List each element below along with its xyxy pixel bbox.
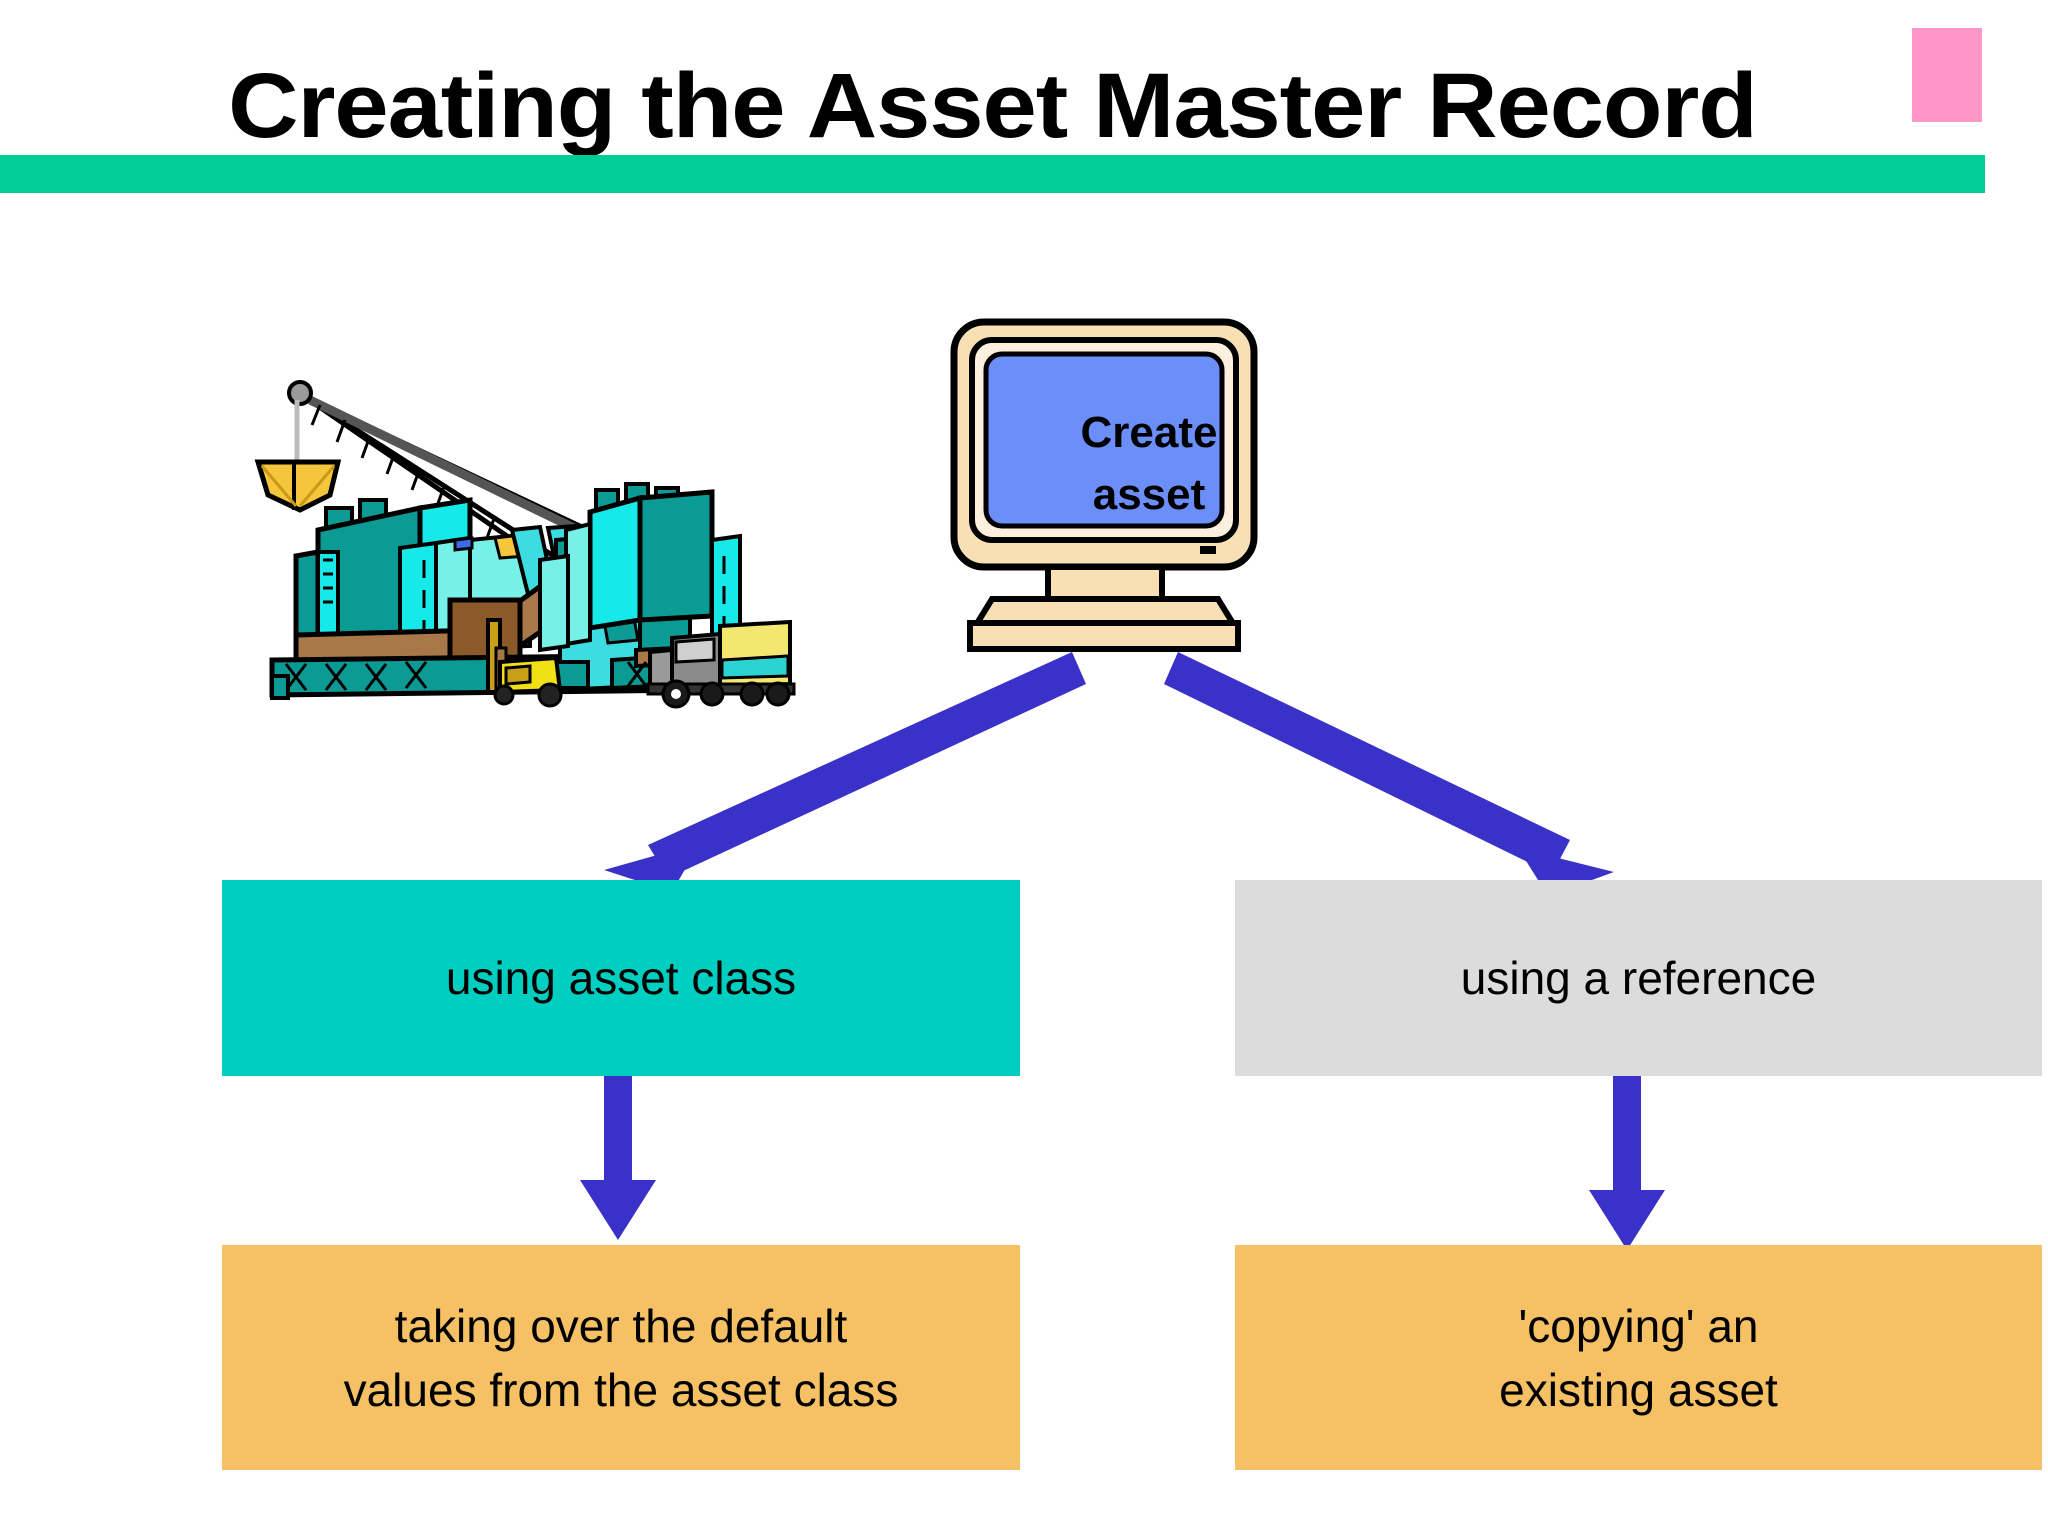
monitor-screen-label: Create asset — [990, 402, 1308, 526]
accent-swatch — [1912, 28, 1982, 122]
screen-line-1: Create — [1080, 408, 1218, 457]
page-title: Creating the Asset Master Record — [228, 55, 1758, 157]
result-box-default-values-label: taking over the default values from the … — [344, 1294, 899, 1422]
result-box-copy-asset[interactable]: 'copying' an existing asset — [1235, 1245, 2048, 1477]
result-line-1: taking over the default — [394, 1299, 848, 1352]
method-box-reference[interactable]: using a reference — [1235, 880, 2048, 1083]
header-divider-rule — [0, 155, 1985, 193]
arrow-monitor-to-reference — [1164, 652, 1614, 896]
result-line-1: 'copying' an — [1518, 1299, 1759, 1352]
result-line-2: values from the asset class — [343, 1363, 899, 1416]
slide-header: Creating the Asset Master Record — [0, 0, 2048, 200]
arrow-monitor-to-asset-class — [604, 652, 1086, 892]
method-box-asset-class-label: using asset class — [445, 952, 797, 1004]
result-box-copy-asset-label: 'copying' an existing asset — [1499, 1294, 1778, 1422]
screen-line-2: asset — [1092, 470, 1206, 519]
method-box-asset-class[interactable]: using asset class — [222, 880, 1027, 1083]
create-asset-monitor[interactable] — [948, 318, 1348, 663]
method-box-reference-label: using a reference — [1460, 952, 1817, 1004]
industrial-plant-clipart — [254, 380, 796, 709]
result-box-default-values[interactable]: taking over the default values from the … — [222, 1245, 1027, 1477]
result-line-2: existing asset — [1499, 1363, 1778, 1416]
